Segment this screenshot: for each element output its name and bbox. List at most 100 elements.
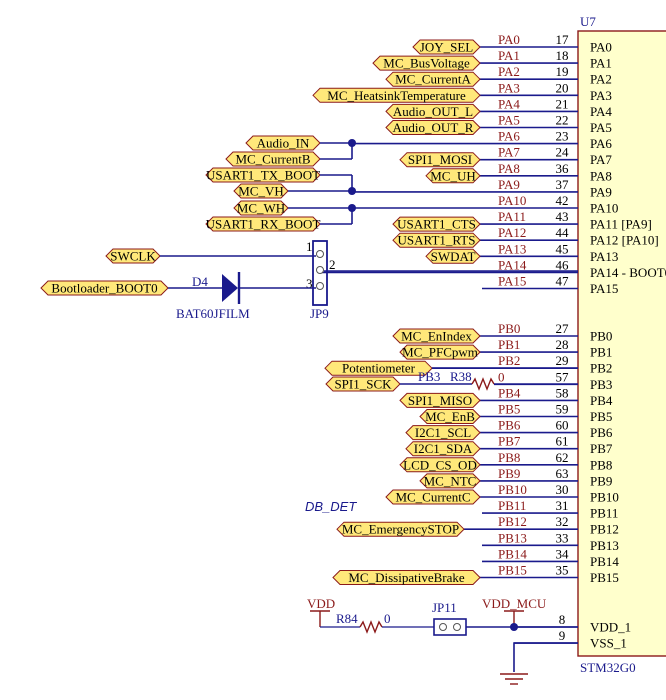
pin-label-pa4: PA4: [590, 104, 612, 119]
net-label-pb0: PB0: [498, 321, 520, 336]
mc-emergencystop-port-label: MC_EmergencySTOP: [342, 522, 459, 537]
pin-label-pb11: PB11: [590, 506, 618, 521]
pin-label-pb1: PB1: [590, 345, 612, 360]
mc-uh-port-label: MC_UH: [430, 168, 476, 183]
jp11-pin2-hole: [453, 623, 461, 631]
vdd-label: VDD: [307, 596, 335, 611]
pin-number-pb13: 33: [556, 530, 569, 545]
jp9-pin2-hole: [316, 266, 324, 274]
net-label-pa0: PA0: [498, 32, 520, 47]
jp9-pin1-hole: [316, 250, 324, 258]
db-det-label: DB_DET: [305, 499, 357, 514]
r38-net-label: PB3: [418, 369, 440, 384]
pin-label-pb7: PB7: [590, 441, 613, 456]
net-label-pb3: 0: [498, 369, 505, 384]
net-label-pa13: PA13: [498, 241, 526, 256]
pin-label-pa2: PA2: [590, 72, 612, 87]
d4-diode-triangle: [222, 274, 238, 302]
joy-sel-port-label: JOY_SEL: [420, 40, 474, 55]
audio-out-l-port: [385, 103, 481, 119]
pin-label-pb6: PB6: [590, 425, 613, 440]
pin-number-vss-1: 9: [559, 628, 566, 643]
pin-label-pb3: PB3: [590, 377, 612, 392]
pin-number-vdd-1: 8: [559, 612, 566, 627]
pin-number-pa5: 22: [556, 113, 569, 128]
pin-number-pb11: 31: [556, 498, 569, 513]
pin-label-pa9: PA9: [590, 184, 612, 199]
audio-out-l-port-label: Audio_OUT_L: [393, 104, 473, 119]
net-label-pa5: PA5: [498, 113, 520, 128]
pin-label-pa11: PA11 [PA9]: [590, 217, 652, 232]
pin-number-pa6: 23: [556, 129, 569, 144]
net-label-pb10: PB10: [498, 482, 527, 497]
swclk-port-label: SWCLK: [110, 249, 156, 264]
usart1-rx-boot-port-label: USART1_RX_BOOT: [206, 217, 321, 232]
usart1-cts-port: [392, 216, 481, 232]
pin-number-pa9: 37: [556, 177, 570, 192]
mc-enb-port: [419, 409, 481, 424]
net-label-pb15: PB15: [498, 563, 527, 578]
pin-label-pb12: PB12: [590, 522, 619, 537]
pin-label-pa8: PA8: [590, 168, 612, 183]
pin-number-pb3: 57: [556, 369, 570, 384]
pin-number-pb2: 29: [556, 353, 569, 368]
net-label-pb9: PB9: [498, 466, 520, 481]
pin-label-pb2: PB2: [590, 361, 612, 376]
net-label-pb5: PB5: [498, 402, 520, 417]
junction-pa10: [348, 204, 356, 212]
swdat-port: [425, 248, 481, 264]
pin-number-pb7: 61: [556, 434, 569, 449]
junction-pa9: [348, 187, 356, 195]
pin-label-pb0: PB0: [590, 329, 612, 344]
wire-vss1-gnd: [513, 642, 578, 672]
mc-enindex-port: [392, 328, 481, 344]
pin-label-vdd-1: VDD_1: [590, 620, 631, 635]
pin-number-pa0: 17: [556, 32, 570, 47]
pin-label-pa7: PA7: [590, 152, 612, 167]
pin-number-pb9: 63: [556, 466, 569, 481]
audio-out-r-port-label: Audio_OUT_R: [393, 120, 474, 135]
pin-label-pa5: PA5: [590, 120, 612, 135]
jp11-body: [433, 618, 467, 636]
pin-number-pb12: 32: [556, 514, 569, 529]
pin-label-pa1: PA1: [590, 56, 612, 71]
net-label-pb8: PB8: [498, 450, 520, 465]
mc-ntc-port-label: MC_NTC: [424, 473, 477, 488]
r84-resistor: [359, 620, 383, 634]
mc-dissipativebrake-port-label: MC_DissipativeBrake: [348, 570, 464, 585]
usart1-tx-boot-port-label: USART1_TX_BOOT: [206, 168, 320, 183]
net-label-pb12: PB12: [498, 514, 527, 529]
jp9-pin2-num: 2: [329, 257, 336, 272]
net-label-pb2: PB2: [498, 353, 520, 368]
pin-number-pa4: 21: [556, 96, 569, 111]
net-label-pa1: PA1: [498, 48, 520, 63]
mc-vh-port-label: MC_VH: [238, 184, 284, 199]
pin-label-vss-1: VSS_1: [590, 636, 627, 651]
pin-label-pb10: PB10: [590, 490, 619, 505]
potentiometer-port-label: Potentiometer: [342, 361, 416, 376]
pin-number-pa13: 45: [556, 241, 569, 256]
mc-heatsinktemperature-port: [312, 87, 481, 103]
d4-value: BAT60JFILM: [176, 306, 250, 321]
mc-ntc-port: [419, 473, 481, 489]
net-label-pa4: PA4: [498, 96, 520, 111]
mc-emergencystop-port: [336, 521, 465, 537]
audio-in-port-label: Audio_IN: [257, 136, 310, 151]
net-label-pb6: PB6: [498, 418, 521, 433]
pin-number-pb8: 62: [556, 450, 569, 465]
net-label-pb14: PB14: [498, 546, 527, 561]
pin-label-pb8: PB8: [590, 457, 612, 472]
pin-label-pa15: PA15: [590, 281, 618, 296]
mc-wh-port-label: MC_WH: [237, 201, 285, 216]
mc-currenta-port-label: MC_CurrentA: [395, 72, 471, 87]
d4-ref: D4: [192, 274, 208, 289]
pin-number-pa15: 47: [556, 274, 570, 289]
r38-ref: R38: [450, 369, 472, 384]
net-label-pa2: PA2: [498, 64, 520, 79]
chip-part: STM32G0: [580, 660, 636, 675]
net-label-pa6: PA6: [498, 129, 520, 144]
lcd-cs-od-port-label: LCD_CS_OD: [403, 457, 477, 472]
pin-label-pa10: PA10: [590, 201, 618, 216]
pin-number-pb14: 34: [556, 546, 570, 561]
